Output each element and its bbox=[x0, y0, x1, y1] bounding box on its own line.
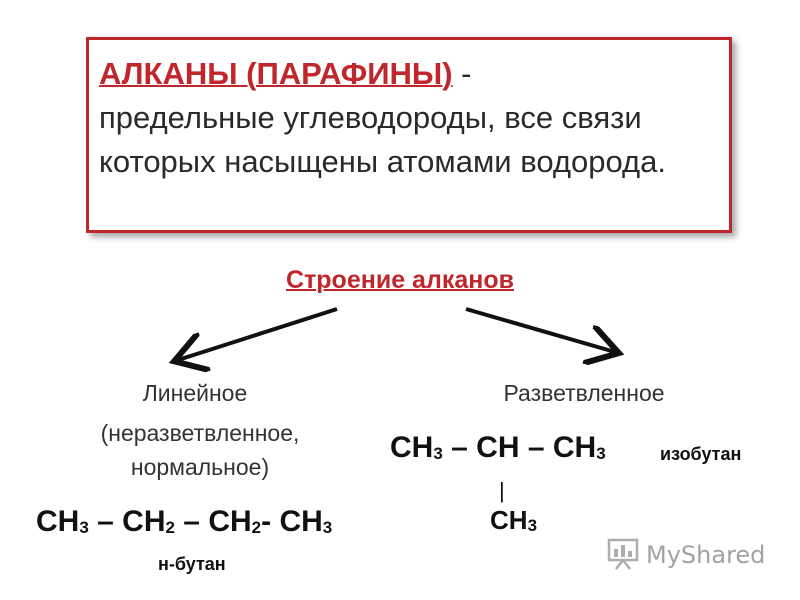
branched-formula: CH3 – CH – CH3 bbox=[390, 431, 606, 464]
presentation-board-icon bbox=[606, 536, 640, 575]
branch-bond: | bbox=[499, 478, 505, 503]
watermark-text: MyShared bbox=[646, 541, 766, 569]
linear-formula: CH3 – CH2 – CH2- CH3 bbox=[36, 505, 333, 538]
definition-box: АЛКАНЫ (ПАРАФИНЫ) - предельные углеводор… bbox=[86, 37, 732, 233]
definition-body: предельные углеводороды, все связи котор… bbox=[99, 100, 666, 179]
definition-text: АЛКАНЫ (ПАРАФИНЫ) - предельные углеводор… bbox=[99, 52, 721, 184]
branched-title: Разветвленное bbox=[503, 380, 665, 406]
branch-methyl: CH3 bbox=[490, 505, 538, 535]
linear-subtitle-1: (неразветвленное, bbox=[100, 420, 300, 446]
definition-term: АЛКАНЫ (ПАРАФИНЫ) bbox=[99, 56, 453, 91]
linear-compound-name: н-бутан bbox=[158, 554, 226, 574]
definition-dash: - bbox=[452, 56, 472, 91]
branched-compound-name: изобутан bbox=[660, 444, 742, 464]
arrow-right bbox=[465, 307, 615, 352]
structure-heading: Строение алканов bbox=[285, 266, 514, 294]
watermark: MyShared bbox=[606, 537, 765, 573]
arrow-left bbox=[178, 307, 338, 360]
linear-subtitle-2: нормальное) bbox=[130, 454, 270, 480]
linear-title: Линейное bbox=[142, 380, 248, 406]
